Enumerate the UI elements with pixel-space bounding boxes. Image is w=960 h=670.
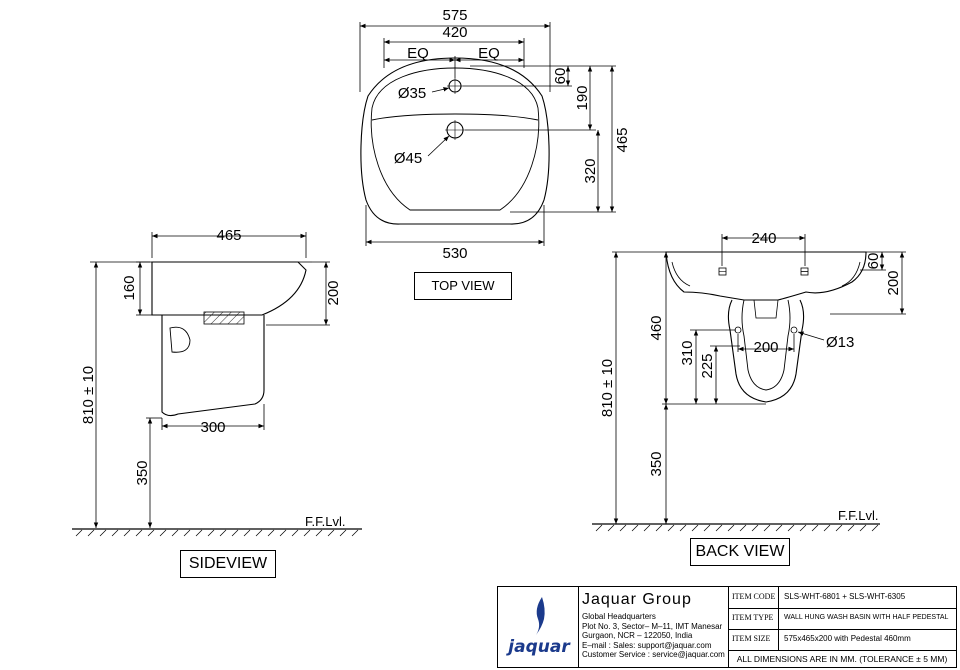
svg-text:200: 200 — [885, 270, 902, 295]
svg-text:60: 60 — [552, 68, 569, 85]
item-key: ITEM SIZE — [732, 634, 771, 643]
svg-text:300: 300 — [200, 419, 225, 436]
svg-text:200: 200 — [753, 339, 778, 356]
item-row: ITEM CODE SLS-WHT-6801 + SLS-WHT-6305 — [728, 587, 956, 609]
item-value: SLS-WHT-6801 + SLS-WHT-6305 — [784, 592, 906, 601]
top-view-bowl-lip — [371, 113, 539, 121]
back-view — [592, 234, 906, 532]
svg-text:190: 190 — [574, 85, 591, 110]
top-view-label: TOP VIEW — [414, 272, 512, 300]
svg-text:530: 530 — [442, 245, 467, 262]
svg-text:240: 240 — [751, 230, 776, 247]
svg-text:320: 320 — [582, 158, 599, 183]
svg-text:460: 460 — [648, 315, 665, 340]
svg-text:465: 465 — [614, 127, 631, 152]
svg-text:350: 350 — [134, 460, 151, 485]
svg-text:60: 60 — [865, 253, 882, 270]
svg-text:160: 160 — [121, 275, 138, 300]
back-view-dims: 240 60 200 460 310 225 200 Ø13 810 ± 10 … — [599, 230, 902, 523]
svg-text:310: 310 — [679, 340, 696, 365]
brand-mark-icon — [536, 597, 545, 635]
item-info-table: ITEM CODE SLS-WHT-6801 + SLS-WHT-6305 IT… — [728, 587, 956, 667]
svg-text:Ø35: Ø35 — [398, 85, 426, 102]
address-line: Global Headquarters — [582, 612, 656, 621]
item-value: WALL HUNG WASH BASIN WITH HALF PEDESTAL — [784, 614, 949, 621]
side-view-label: SIDEVIEW — [180, 550, 276, 578]
address-line: E–mail : Sales: support@jaquar.com — [582, 640, 712, 650]
item-key: ITEM CODE — [732, 592, 776, 601]
side-view-dims: 465 160 200 300 810 ± 10 350 F.F.Lvl. — [80, 227, 345, 529]
svg-text:575: 575 — [442, 7, 467, 24]
side-view-basin — [151, 261, 307, 316]
top-view — [359, 22, 616, 246]
back-view-pedestal — [727, 299, 805, 403]
svg-text:EQ: EQ — [478, 45, 500, 62]
svg-text:200: 200 — [325, 280, 342, 305]
item-row: ITEM TYPE WALL HUNG WASH BASIN WITH HALF… — [728, 608, 956, 630]
item-row: ITEM SIZE 575x465x200 with Pedestal 460m… — [728, 629, 956, 651]
address-line: Gurgaon, NCR – 122050, India — [582, 631, 693, 641]
svg-text:F.F.Lvl.: F.F.Lvl. — [838, 508, 878, 523]
back-view-basin — [665, 251, 867, 301]
svg-text:810 ± 10: 810 ± 10 — [599, 359, 616, 417]
side-view-pedestal — [161, 315, 265, 417]
svg-text:350: 350 — [648, 451, 665, 476]
svg-text:465: 465 — [216, 227, 241, 244]
dimension-note: ALL DIMENSIONS ARE IN MM. (TOLERANCE ± 5… — [736, 654, 948, 664]
item-key: ITEM TYPE — [732, 613, 774, 622]
svg-text:Ø13: Ø13 — [826, 334, 854, 351]
svg-text:225: 225 — [699, 353, 716, 378]
svg-text:EQ: EQ — [407, 45, 429, 62]
brand-wordmark: jaquar — [508, 637, 570, 657]
top-view-bowl-inner — [370, 67, 540, 211]
side-view — [72, 232, 362, 537]
address-line: Plot No. 3, Sector– M–11, IMT Manesar — [582, 621, 723, 631]
company-info: Jaquar Group Global Headquarters Plot No… — [578, 587, 729, 667]
company-name: Jaquar Group — [582, 591, 692, 608]
svg-text:420: 420 — [442, 24, 467, 41]
brand-logo: jaquar — [498, 587, 579, 667]
item-value: 575x465x200 with Pedestal 460mm — [784, 634, 911, 643]
back-view-label: BACK VIEW — [690, 538, 790, 566]
svg-text:Ø45: Ø45 — [394, 150, 422, 167]
svg-text:F.F.Lvl.: F.F.Lvl. — [305, 514, 345, 529]
title-block: jaquar Jaquar Group Global Headquarters … — [497, 586, 957, 668]
svg-text:810 ± 10: 810 ± 10 — [80, 366, 97, 424]
top-view-dims: 575 420 EQ EQ 60 190 320 465 Ø35 Ø45 530 — [394, 7, 631, 262]
address-line: Customer Service : service@jaquar.com — [582, 650, 725, 660]
